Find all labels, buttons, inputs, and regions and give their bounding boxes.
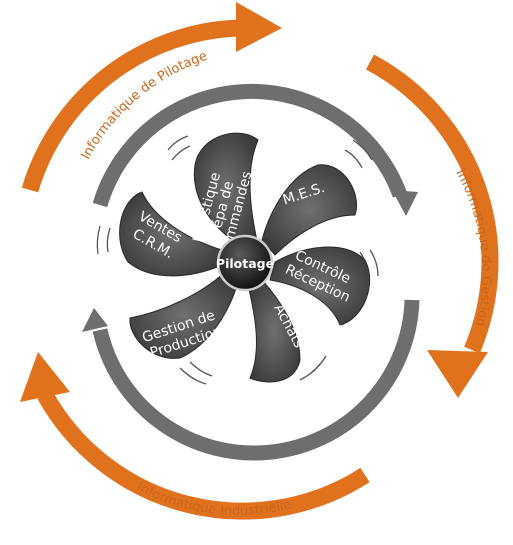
blade-mes xyxy=(261,164,357,256)
label-informatique-industrielle: Informatique Industrielle xyxy=(134,480,293,519)
gray-arrowhead-left xyxy=(82,308,108,332)
orange-arrow-right xyxy=(366,54,499,354)
gray-arrow-top xyxy=(92,83,408,208)
orange-arrow-top-left xyxy=(21,19,241,193)
gray-arrowhead-right xyxy=(392,190,418,216)
blade-achats xyxy=(247,279,301,383)
orange-arrow-bottom xyxy=(37,390,370,520)
gray-arrow-bottom xyxy=(92,299,420,461)
orange-arrowhead-left xyxy=(20,352,70,402)
blade-controle xyxy=(269,246,371,326)
orange-arrowhead-top xyxy=(236,2,282,52)
hub-circle xyxy=(216,234,274,292)
blade-logistique xyxy=(193,132,259,246)
blade-gestion xyxy=(129,271,239,359)
fan-blades xyxy=(119,132,371,383)
orange-arrowhead-right xyxy=(427,350,488,398)
blade-ventes xyxy=(119,191,223,277)
inner-ring-arrows xyxy=(82,83,420,461)
hub-label-pilotage: Pilotage xyxy=(216,256,274,271)
label-qualite: Qualité / Traçabilité xyxy=(212,410,327,439)
outer-ring-arrows xyxy=(20,2,499,520)
